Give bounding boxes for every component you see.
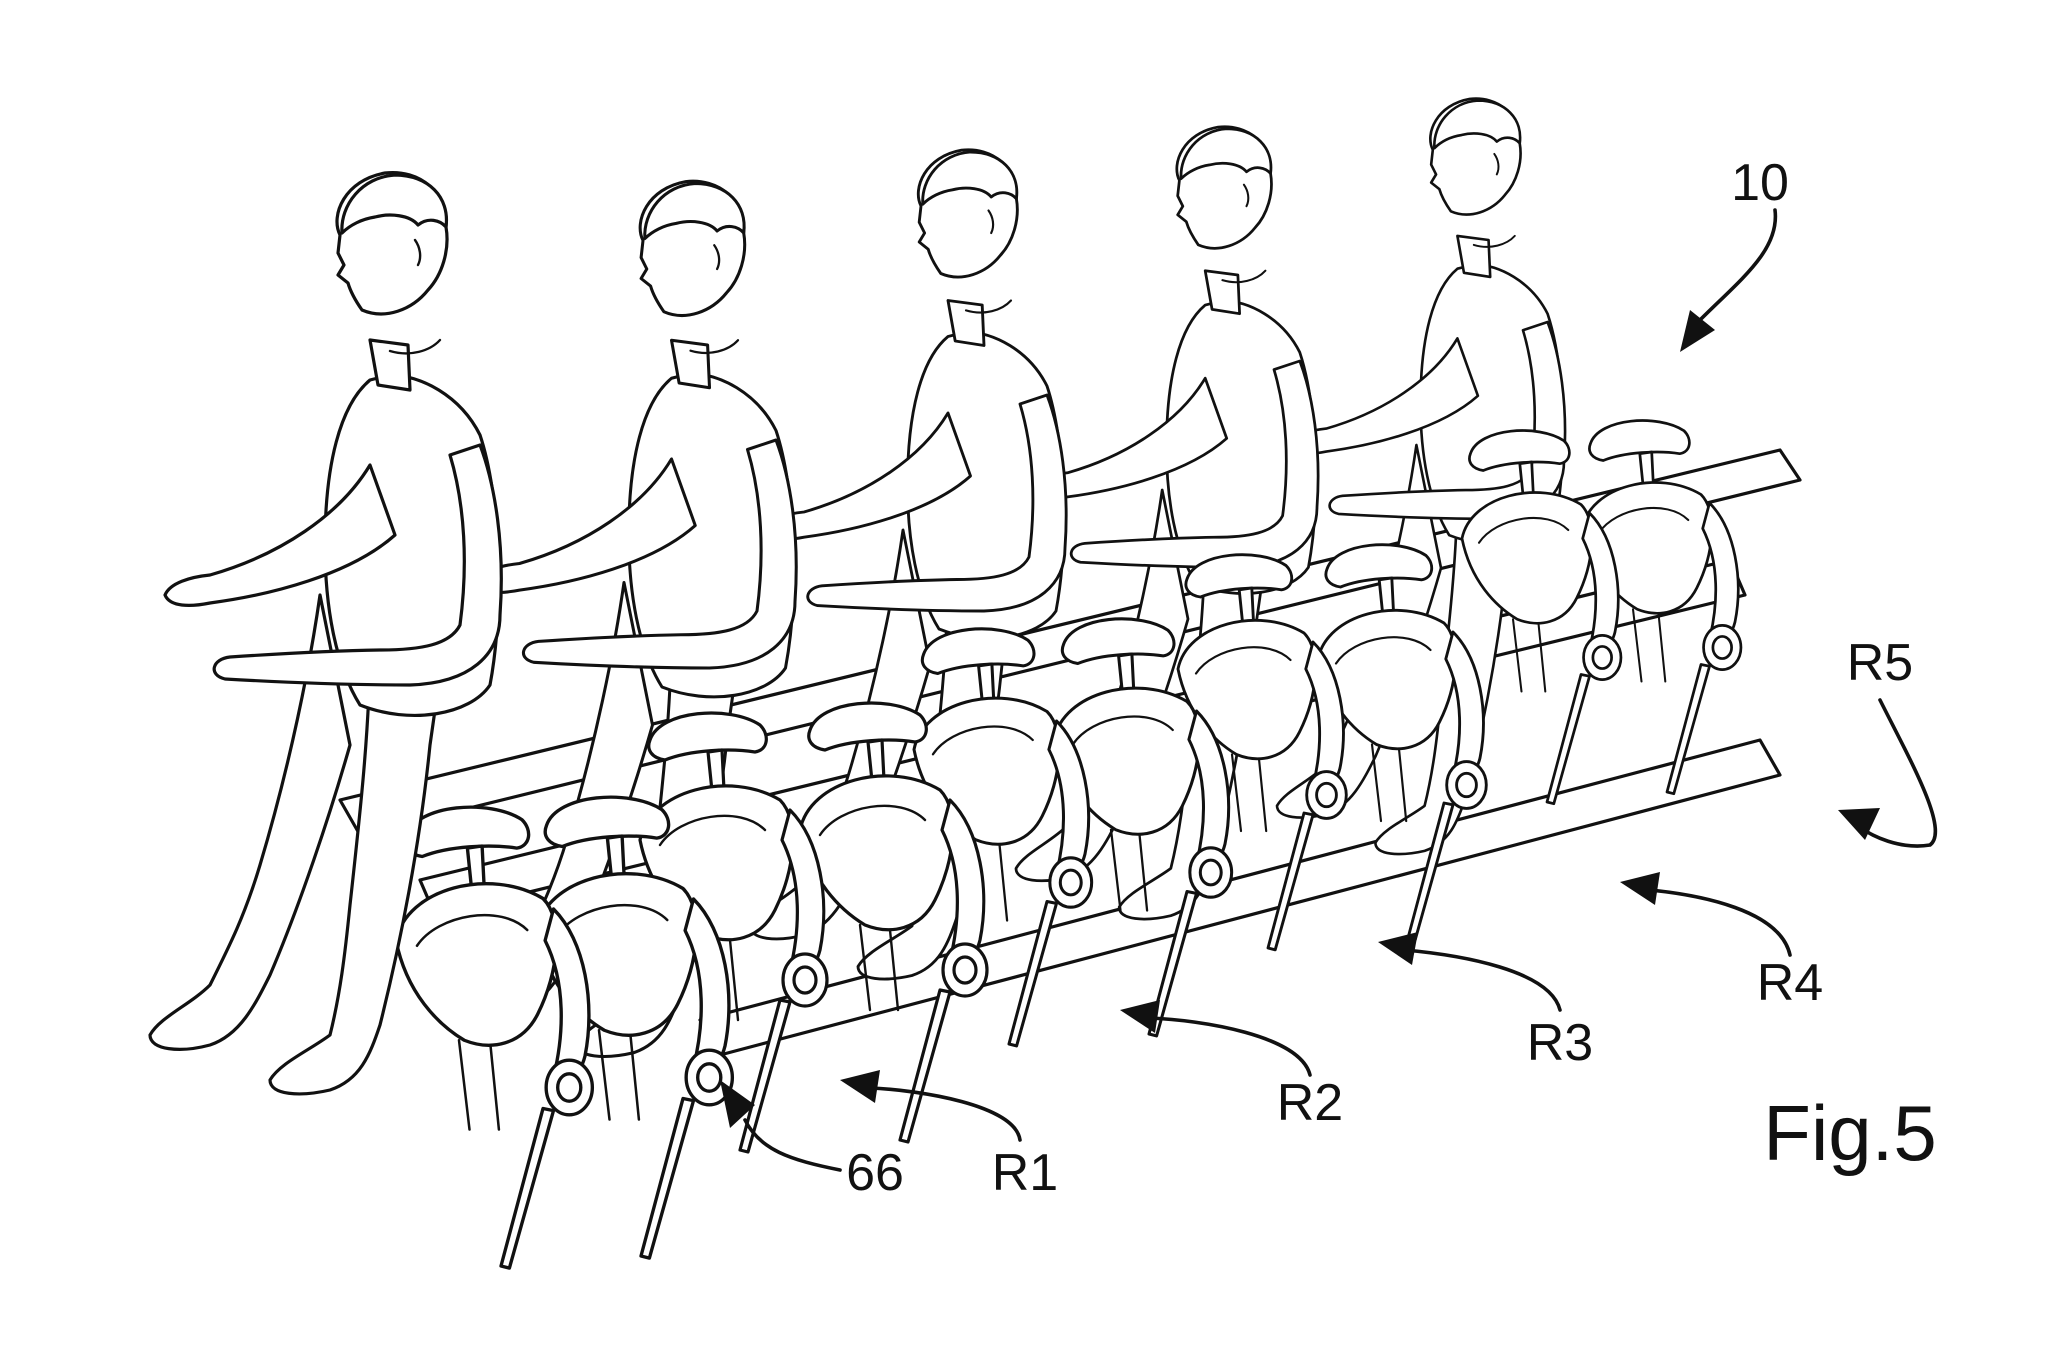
label-R3: R3 bbox=[1527, 1014, 1593, 1072]
arrow-66 bbox=[720, 1080, 842, 1172]
label-66: 66 bbox=[846, 1144, 904, 1202]
figure-caption: Fig.5 bbox=[1763, 1089, 1936, 1177]
arrow-R5 bbox=[1838, 698, 1938, 848]
label-R5: R5 bbox=[1847, 634, 1913, 692]
label-R1: R1 bbox=[992, 1144, 1058, 1202]
arrow-R4 bbox=[1620, 872, 1792, 957]
arrow-R2 bbox=[1120, 1000, 1312, 1077]
arrow-10 bbox=[1680, 208, 1778, 352]
arrow-R3 bbox=[1378, 932, 1562, 1012]
label-R2: R2 bbox=[1277, 1074, 1343, 1132]
label-10: 10 bbox=[1731, 154, 1789, 212]
arrow-R1 bbox=[840, 1070, 1022, 1142]
label-R4: R4 bbox=[1757, 954, 1823, 1012]
